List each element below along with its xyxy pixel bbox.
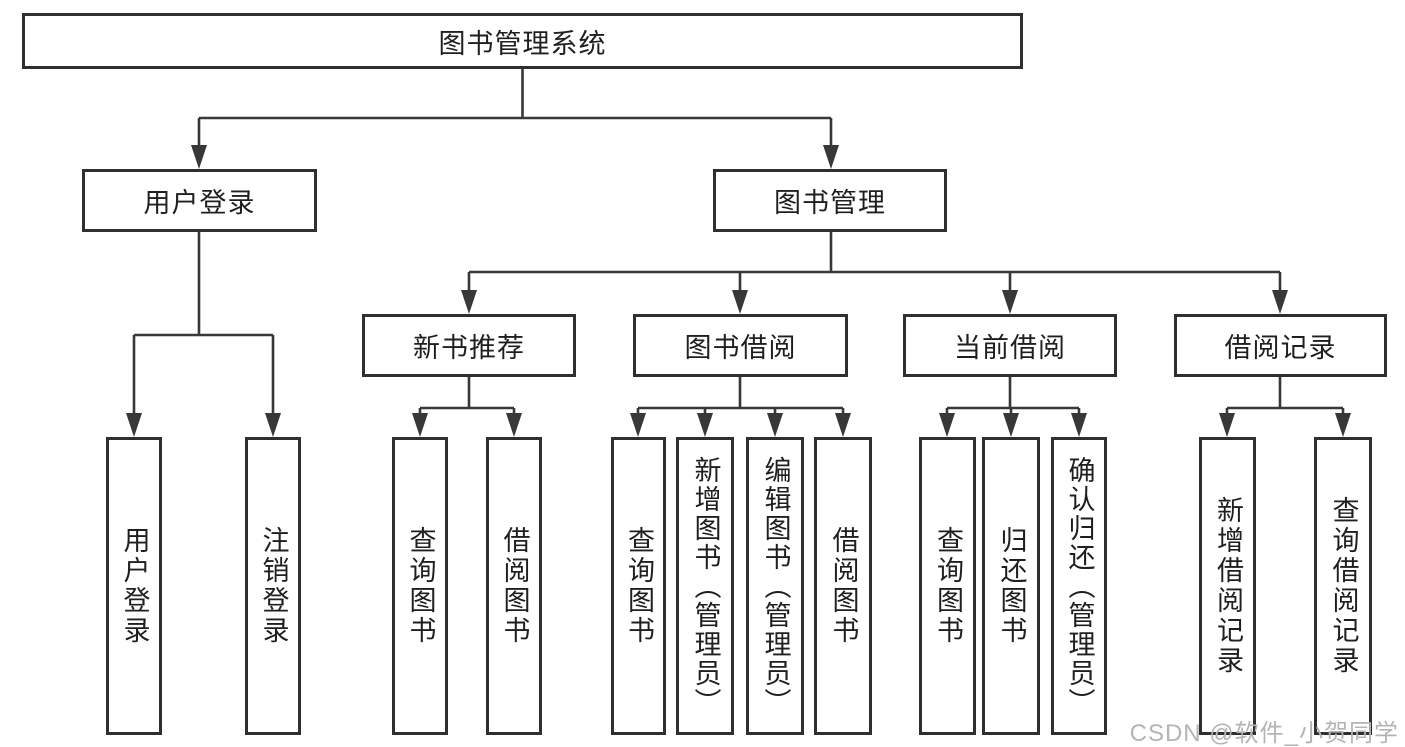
leaf-label: 确认归还（管理员） <box>1064 455 1095 717</box>
leaf-label: 查询图书 <box>933 526 963 646</box>
leaf-label: 编辑图书（管理员） <box>760 455 791 717</box>
leaf-logout: 注销登录 <box>245 437 301 735</box>
leaf-confirm-return-admin: 确认归还（管理员） <box>1051 437 1107 735</box>
node-new-book-recommend: 新书推荐 <box>362 314 576 377</box>
leaf-edit-books-admin: 编辑图书（管理员） <box>746 437 804 735</box>
node-label: 图书管理系统 <box>438 28 607 59</box>
leaf-label: 归还图书 <box>996 526 1027 646</box>
leaf-label: 查询借阅记录 <box>1328 496 1359 676</box>
leaf-label: 注销登录 <box>258 526 289 646</box>
node-label: 新书推荐 <box>413 333 525 363</box>
leaf-query-borrow-record: 查询借阅记录 <box>1314 437 1372 735</box>
node-current-borrow: 当前借阅 <box>903 314 1117 377</box>
leaf-borrow-books-recommend: 借阅图书 <box>486 437 542 735</box>
leaf-return-books: 归还图书 <box>982 437 1040 735</box>
leaf-user-login: 用户登录 <box>106 437 162 735</box>
leaf-label: 新增借阅记录 <box>1213 496 1243 676</box>
leaf-add-borrow-record: 新增借阅记录 <box>1199 437 1256 735</box>
csdn-watermark: CSDN @软件_小贺同学 <box>1129 720 1399 747</box>
node-book-management: 图书管理 <box>713 169 947 232</box>
node-user-login: 用户登录 <box>82 169 317 232</box>
leaf-label: 查询图书 <box>624 526 654 646</box>
leaf-label: 查询图书 <box>405 526 436 646</box>
node-book-borrow: 图书借阅 <box>633 314 848 377</box>
node-label: 借阅记录 <box>1224 333 1337 363</box>
node-label: 当前借阅 <box>954 333 1066 363</box>
leaf-label: 用户登录 <box>119 526 150 646</box>
leaf-query-books-borrow: 查询图书 <box>611 437 666 735</box>
node-label: 图书借阅 <box>684 333 797 363</box>
node-label: 用户登录 <box>143 188 256 218</box>
leaf-borrow-books: 借阅图书 <box>814 437 872 735</box>
leaf-query-books-current: 查询图书 <box>919 437 976 735</box>
leaf-add-books-admin: 新增图书（管理员） <box>676 437 734 735</box>
node-borrow-records: 借阅记录 <box>1174 314 1387 377</box>
leaf-label: 新增图书（管理员） <box>690 455 721 717</box>
leaf-label: 借阅图书 <box>499 526 530 646</box>
node-label: 图书管理 <box>774 188 886 218</box>
leaf-label: 借阅图书 <box>828 526 859 646</box>
leaf-query-books-recommend: 查询图书 <box>392 437 448 735</box>
node-root-system: 图书管理系统 <box>22 13 1023 69</box>
